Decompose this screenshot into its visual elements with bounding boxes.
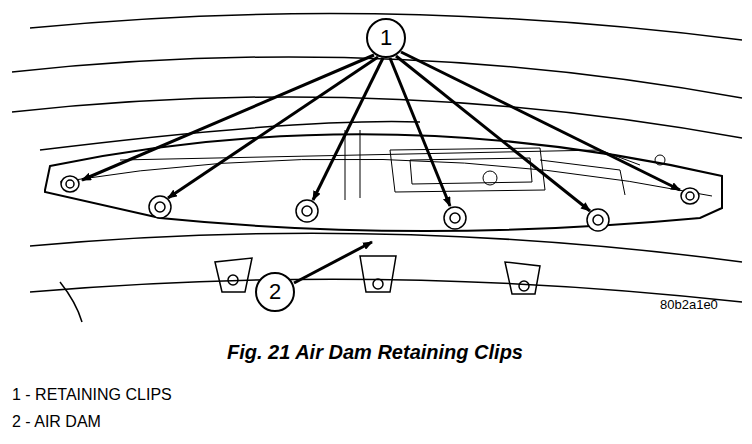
callout-number: 2: [269, 281, 281, 303]
figure-caption: Fig. 21 Air Dam Retaining Clips: [227, 341, 523, 364]
figure-code: 80b2a1e0: [660, 297, 718, 312]
callout-circle: 2: [255, 272, 295, 312]
callout-number: 1: [380, 27, 392, 49]
callout-circle: 1: [366, 18, 406, 58]
legend-entry: 2 - AIR DAM: [12, 413, 101, 431]
legend-entry: 1 - RETAINING CLIPS: [12, 386, 172, 404]
